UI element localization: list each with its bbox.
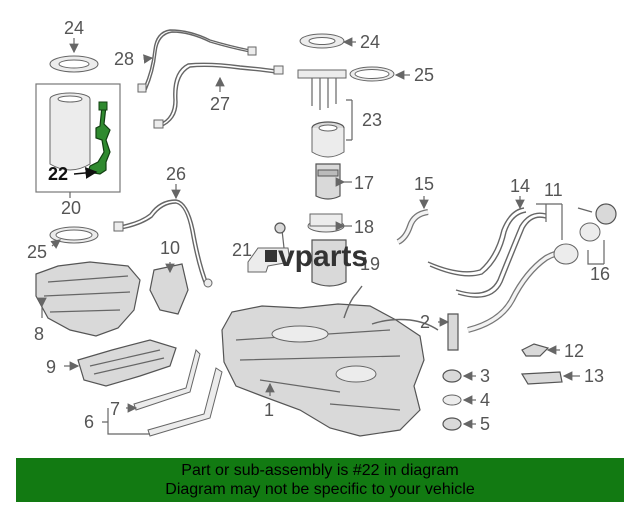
pump-17: 17 bbox=[315, 163, 374, 200]
banner-line-2: Diagram may not be specific to your vehi… bbox=[165, 481, 475, 498]
subassembly-box-20: 22 bbox=[35, 83, 121, 193]
grommet-5: 5 bbox=[442, 414, 490, 434]
callout-6: 6 bbox=[84, 412, 94, 432]
shield-9: 9 bbox=[46, 339, 177, 387]
callout-22: 22 bbox=[48, 164, 68, 184]
callout-21: 21 bbox=[232, 240, 252, 260]
gasket-24-center: 24 bbox=[299, 32, 380, 52]
callout-24-left: 24 bbox=[64, 18, 84, 38]
tube-28: 28 bbox=[114, 29, 257, 93]
callout-8: 8 bbox=[34, 324, 44, 344]
filler-pipe-11: 11 bbox=[467, 180, 579, 333]
callout-28: 28 bbox=[114, 49, 134, 69]
clip-12: 12 bbox=[521, 341, 584, 361]
cap-16: 16 bbox=[577, 203, 617, 284]
callout-16: 16 bbox=[590, 264, 610, 284]
fuel-tank-1: 1 bbox=[221, 303, 425, 437]
vparts-watermark: vparts bbox=[265, 240, 368, 273]
gasket-24-left: 24 bbox=[49, 18, 99, 73]
callout-25-center: 25 bbox=[414, 65, 434, 85]
callout-14: 14 bbox=[510, 176, 530, 196]
callout-25-left: 25 bbox=[27, 242, 47, 262]
callout-5: 5 bbox=[480, 414, 490, 434]
callout-27: 27 bbox=[210, 94, 230, 114]
hose-15: 15 bbox=[396, 174, 434, 245]
valve-2: 2 bbox=[420, 312, 459, 351]
shield-8: 8 bbox=[34, 261, 141, 344]
gasket-25-left: 25 bbox=[27, 226, 99, 262]
callout-15: 15 bbox=[414, 174, 434, 194]
tube-26: 26 bbox=[113, 164, 213, 288]
callout-13: 13 bbox=[584, 366, 604, 386]
callout-9: 9 bbox=[46, 357, 56, 377]
washer-4: 4 bbox=[442, 390, 490, 410]
callout-7: 7 bbox=[110, 399, 120, 419]
callout-19: 19 bbox=[360, 254, 380, 274]
callout-11: 11 bbox=[544, 180, 563, 200]
callout-23: 23 bbox=[362, 110, 382, 130]
fuel-pump-23: 23 bbox=[297, 69, 382, 158]
gasket-25-center: 25 bbox=[349, 65, 434, 85]
grommet-3: 3 bbox=[442, 366, 490, 386]
callout-17: 17 bbox=[354, 173, 374, 193]
callout-3: 3 bbox=[480, 366, 490, 386]
parts-diagram: 24 22 20 25 28 bbox=[27, 18, 617, 437]
info-banner: Part or sub-assembly is #22 in diagram D… bbox=[16, 458, 624, 502]
callout-12: 12 bbox=[564, 341, 584, 361]
callout-20: 20 bbox=[61, 198, 81, 218]
callout-10: 10 bbox=[160, 238, 180, 258]
watermark-text: vparts bbox=[278, 240, 368, 273]
bracket-13: 13 bbox=[520, 366, 604, 386]
vent-tube-tank bbox=[343, 285, 439, 331]
callout-2: 2 bbox=[420, 312, 430, 332]
bracket-10: 10 bbox=[149, 238, 189, 315]
callout-group-20: 20 bbox=[61, 192, 81, 218]
callout-18: 18 bbox=[354, 217, 374, 237]
straps-6-7: 7 6 bbox=[84, 349, 223, 437]
callout-4: 4 bbox=[480, 390, 490, 410]
banner-line-1: Part or sub-assembly is #22 in diagram bbox=[181, 462, 459, 479]
part-19: 19 bbox=[311, 239, 380, 287]
callout-1: 1 bbox=[264, 400, 274, 420]
tube-14: 14 bbox=[427, 176, 547, 298]
callout-26: 26 bbox=[166, 164, 186, 184]
tube-27: 27 bbox=[153, 62, 284, 129]
callout-24-center: 24 bbox=[360, 32, 380, 52]
part-18: 18 bbox=[307, 213, 374, 237]
